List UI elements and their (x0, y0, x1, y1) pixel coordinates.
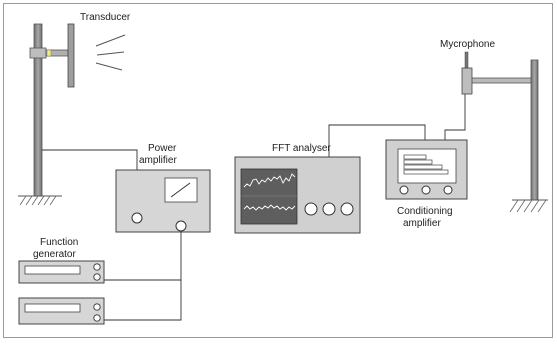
function-generator-2-jack-top (93, 303, 101, 311)
wire-mic-conditioning (444, 94, 466, 140)
transducer-accent (46, 49, 52, 57)
function-generator-2 (18, 297, 105, 325)
conditioning-amplifier (385, 139, 468, 200)
function-generator-label-line1: Function (40, 237, 78, 248)
function-generator-1 (18, 260, 105, 284)
fft-trace-upper (243, 173, 296, 188)
function-generator-1-jack-bottom (93, 273, 101, 281)
power-amplifier-jack-right (175, 220, 187, 232)
function-generator-2-display (24, 303, 81, 313)
fft-knob-1 (304, 202, 318, 216)
right-stand (468, 59, 548, 213)
sound-wave-rays (95, 34, 126, 71)
transducer-label: Transducer (80, 12, 131, 23)
fft-analyser-label: FFT analyser (272, 143, 331, 154)
fft-knob-3 (340, 202, 354, 216)
ground-hatch-left (19, 195, 57, 206)
function-generator-2-jack-bottom (93, 314, 101, 322)
power-amplifier-label-line1: Power (148, 143, 177, 154)
fft-knob-2 (322, 202, 336, 216)
wire-poweramp-functiongen-2 (97, 280, 182, 321)
function-generator-1-jack-top (93, 263, 101, 271)
fft-trace-lower (243, 204, 296, 211)
conditioning-knob-2 (421, 185, 431, 195)
conditioning-amplifier-label-line1: Conditioning (397, 206, 453, 217)
conditioning-bar-display (403, 154, 449, 175)
left-stand (18, 23, 69, 206)
ground-hatch-right (509, 199, 547, 213)
fft-screen (240, 168, 298, 225)
power-amplifier-jack-left (131, 212, 143, 224)
conditioning-knob-3 (443, 185, 453, 195)
function-generator-1-display (24, 265, 81, 275)
mycrophone-label: Mycrophone (440, 39, 495, 50)
transducer (67, 23, 75, 88)
power-amplifier (115, 169, 211, 233)
function-generator-label-line2: generator (33, 249, 76, 260)
conditioning-knob-1 (399, 185, 409, 195)
conditioning-amplifier-label-line2: amplifier (403, 218, 441, 229)
power-amplifier-label-line2: amplifier (139, 155, 177, 166)
fft-analyser (234, 156, 361, 234)
microphone (461, 51, 473, 95)
